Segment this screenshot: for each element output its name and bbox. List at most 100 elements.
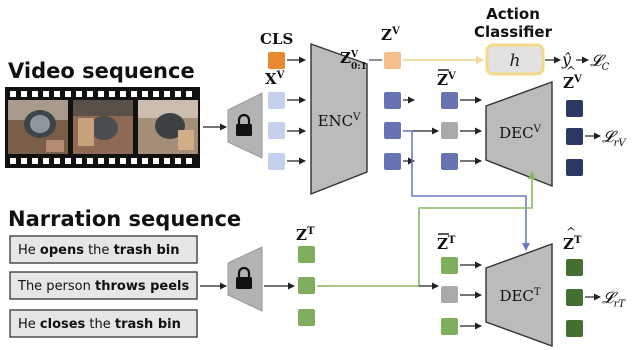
video-frame-2: [73, 100, 133, 154]
lock-icon: [236, 266, 252, 289]
zhat-v-label: ZV: [563, 74, 582, 92]
film-sprocket-hole: [153, 91, 159, 97]
zbar-v-label: ZV: [437, 71, 456, 89]
video-encoder-block: ENCV: [310, 43, 368, 196]
film-sprocket-hole: [87, 158, 93, 164]
zt-token-1: [298, 246, 315, 263]
film-sprocket-hole: [98, 91, 104, 97]
zbar-v-token-3: [441, 153, 458, 170]
loss-recon-text: 𝓛rT: [602, 288, 626, 310]
zhat-v-token-3: [566, 159, 583, 176]
video-frame-1: [8, 100, 68, 154]
zhat-t-token-1: [566, 259, 583, 276]
narration-box-2: The person throws peels: [9, 271, 198, 300]
zhat-t-label: ZT: [563, 235, 582, 253]
film-sprocket-hole: [175, 91, 181, 97]
film-sprocket-hole: [120, 91, 126, 97]
film-sprocket-hole: [32, 158, 38, 164]
film-sprocket-hole: [175, 158, 181, 164]
text-to-video-decoder-link: [333, 171, 536, 287]
narration-text-1: He opens the trash bin: [18, 243, 180, 258]
video-frame-3: [138, 100, 198, 154]
film-sprocket-hole: [98, 158, 104, 164]
loss-recon-video: 𝓛rV: [602, 127, 627, 149]
narration-segment: opens: [40, 243, 84, 258]
zcls-token: [384, 52, 401, 69]
text-decoder-block: DECT: [485, 243, 553, 347]
zbar-v-mask-token: [441, 122, 458, 139]
narration-text-3: He closes the trash bin: [18, 317, 181, 332]
narration-text-2: The person throws peels: [17, 279, 189, 294]
film-sprocket-hole: [54, 158, 60, 164]
film-sprocket-hole: [65, 91, 71, 97]
zbar-v-token-1: [441, 92, 458, 109]
action-classifier-title-line2: Classifier: [474, 23, 553, 41]
film-sprocket-hole: [186, 91, 192, 97]
film-sprocket-hole: [76, 91, 82, 97]
zt-token-2: [298, 277, 315, 294]
zt-token-3: [298, 309, 315, 326]
zt-label: ZT: [296, 226, 315, 244]
film-sprocket-hole: [142, 158, 148, 164]
film-sprocket-hole: [43, 91, 49, 97]
narration-segment: the: [84, 243, 114, 258]
film-sprocket-hole: [21, 91, 27, 97]
film-sprockets-bottom: [10, 158, 192, 164]
narration-segment: He: [18, 243, 40, 258]
zv-token-1: [384, 92, 401, 109]
frozen-text-encoder: [227, 246, 263, 312]
film-sprocket-hole: [142, 91, 148, 97]
dec-t-label: DECT: [499, 287, 540, 305]
loss-classification: 𝓛C: [590, 51, 610, 73]
film-sprocket-hole: [43, 158, 49, 164]
film-sprocket-hole: [76, 158, 82, 164]
yhat-label: ŷ: [561, 50, 572, 69]
narration-segment: trash bin: [114, 243, 180, 258]
film-sprocket-hole: [120, 158, 126, 164]
dec-v-label: DECV: [499, 124, 541, 142]
film-sprocket-hole: [21, 158, 27, 164]
film-sprocket-hole: [153, 158, 159, 164]
video-decoder-block: DECV: [485, 81, 553, 188]
zhat-v-token-2: [566, 128, 583, 145]
xv-token-1: [268, 92, 285, 109]
film-sprocket-hole: [10, 91, 16, 97]
zv-head-label: ZV: [381, 26, 400, 44]
film-sprocket-hole: [131, 91, 137, 97]
narration-segment: trash bin: [115, 317, 181, 332]
narration-box-3: He closes the trash bin: [9, 309, 198, 338]
lock-icon: [236, 113, 252, 136]
zhat-t-token-2: [566, 289, 583, 306]
action-classifier-title-line1: Action: [486, 5, 540, 23]
film-sprocket-hole: [164, 158, 170, 164]
zhat-v-token-1: [566, 100, 583, 117]
zbar-t-label: ZT: [437, 235, 456, 253]
classifier-h-label: h: [510, 51, 521, 71]
film-sprocket-hole: [65, 158, 71, 164]
video-to-text-decoder-link: [411, 131, 530, 251]
xv-token-3: [268, 153, 285, 170]
narration-segment: the: [85, 317, 115, 332]
film-sprockets-top: [10, 91, 192, 97]
narration-segment: closes: [40, 317, 86, 332]
film-sprocket-hole: [109, 91, 115, 97]
cls-token: [268, 52, 285, 69]
xv-label: XV: [265, 70, 285, 88]
frozen-video-encoder: [227, 92, 263, 159]
film-sprocket-hole: [32, 91, 38, 97]
zv-token-3: [384, 153, 401, 170]
film-sprocket-hole: [10, 158, 16, 164]
narration-segment: The person: [17, 279, 95, 294]
narration-sequence-title: Narration sequence: [8, 207, 241, 231]
zhat-t-token-3: [566, 320, 583, 337]
film-sprocket-hole: [54, 91, 60, 97]
film-sprocket-hole: [131, 158, 137, 164]
narration-segment: He: [18, 317, 40, 332]
narration-segment: throws peels: [95, 279, 189, 294]
encoder-label: ENCV: [318, 112, 362, 130]
zbar-t-token-3: [441, 318, 458, 335]
video-sequence-title: Video sequence: [8, 59, 195, 83]
zbar-t-mask-token: [441, 286, 458, 303]
